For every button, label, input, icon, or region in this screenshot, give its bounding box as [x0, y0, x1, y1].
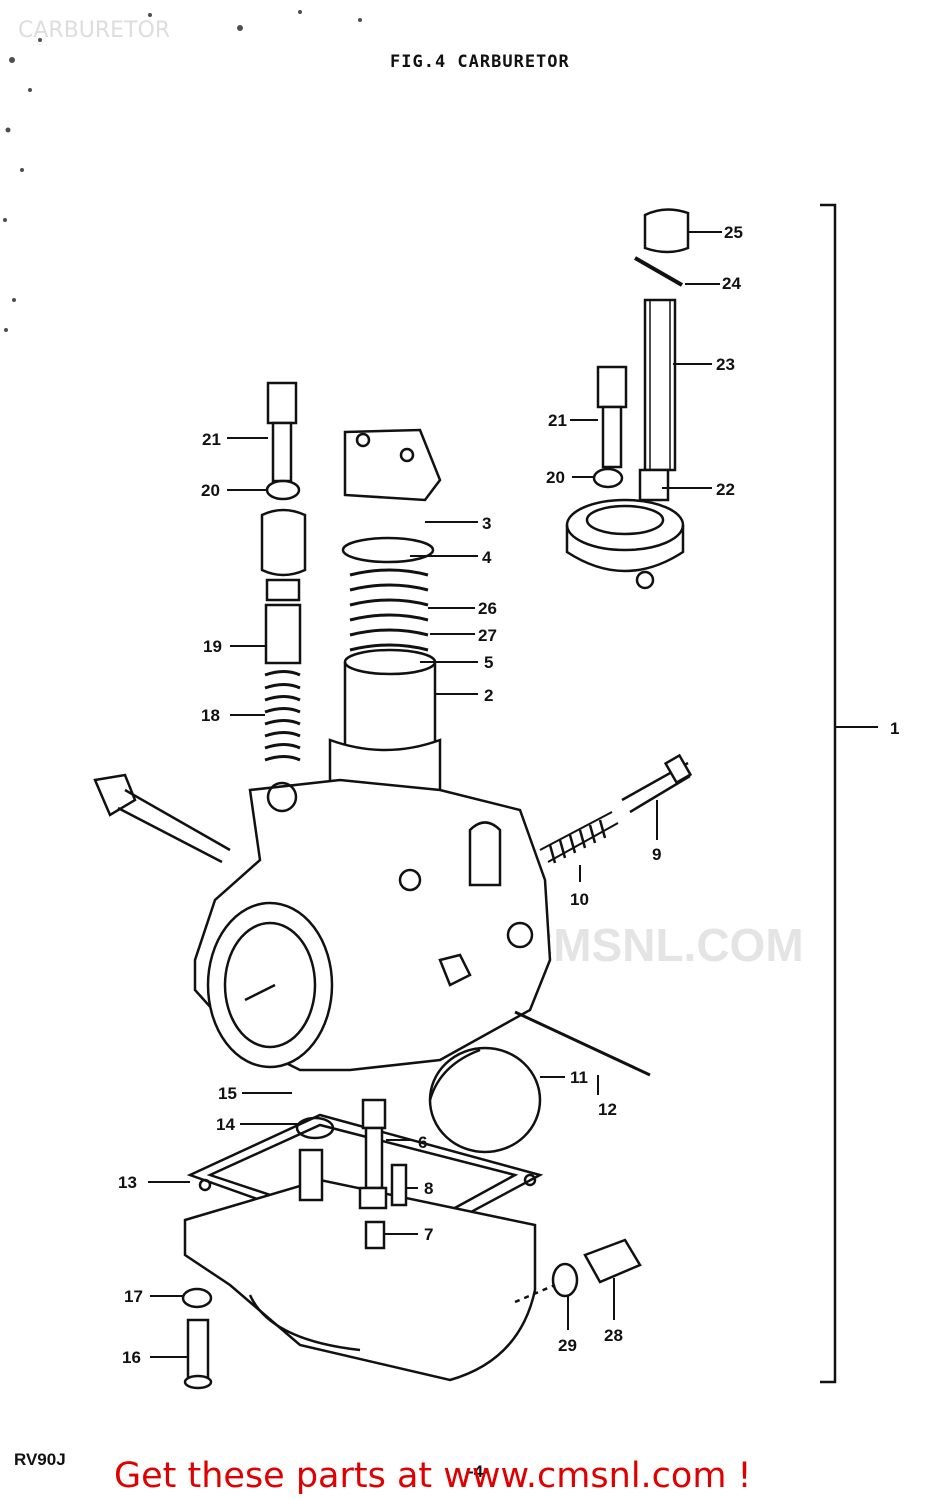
part-washer-17 [181, 1287, 213, 1309]
part-throttle-valve-2 [328, 648, 442, 802]
part-pilot-jet-8 [390, 1163, 408, 1207]
callout-8: 8 [424, 1179, 434, 1198]
part-spring-10 [539, 811, 619, 864]
callout-7: 7 [424, 1225, 434, 1244]
part-drain-plug-28 [583, 1238, 642, 1284]
callout-1: 1 [890, 719, 900, 738]
callout-21-left: 21 [202, 430, 221, 449]
callout-23: 23 [716, 355, 735, 374]
callout-26: 26 [478, 599, 497, 618]
callout-2: 2 [484, 686, 494, 705]
leader-lines [148, 231, 878, 1358]
part-plug-11 [428, 1046, 542, 1154]
callout-24: 24 [722, 274, 741, 293]
callout-17: 17 [124, 1287, 143, 1306]
part-pin-12 [514, 1010, 651, 1077]
callout-18: 18 [201, 706, 220, 725]
callout-15: 15 [218, 1084, 237, 1103]
callout-5: 5 [484, 653, 494, 672]
callout-11: 11 [570, 1068, 588, 1087]
part-long-bolt [93, 773, 231, 864]
model-code: RV90J [14, 1450, 66, 1469]
part-float-chamber [183, 1178, 537, 1382]
part-main-jet-7 [364, 1220, 386, 1250]
callout-20-left: 20 [201, 481, 220, 500]
part-top-cover-ring [565, 498, 685, 590]
part-washer-15 [295, 1116, 335, 1140]
part-adjuster-23 [638, 298, 677, 502]
part-washer-20-right [592, 467, 624, 489]
callout-19: 19 [203, 637, 222, 656]
part-spring-26 [349, 568, 429, 652]
callout-22: 22 [716, 480, 735, 499]
page-number: -4- [468, 1462, 489, 1481]
callout-4: 4 [482, 548, 492, 567]
part-carburetor-body [193, 778, 552, 1072]
part-starter-19 [260, 508, 307, 665]
part-bolt-21-left [266, 381, 298, 483]
watermark: CMSNL.COM [520, 919, 804, 971]
callout-29: 29 [558, 1336, 577, 1355]
callout-6: 6 [418, 1133, 428, 1152]
callout-13: 13 [118, 1173, 137, 1192]
part-bolt-21-right [596, 365, 628, 469]
figure-title: FIG.4 CARBURETOR [390, 52, 570, 72]
part-washer-29 [551, 1262, 579, 1298]
callout-16: 16 [122, 1348, 141, 1367]
promo-link[interactable]: Get these parts at www.cmsnl.com ! [114, 1456, 752, 1496]
callout-20-right: 20 [546, 468, 565, 487]
part-jet-14 [298, 1148, 324, 1202]
part-screw-16 [183, 1318, 213, 1390]
callout-28: 28 [604, 1326, 623, 1345]
callout-9: 9 [652, 845, 662, 864]
callout-21-right: 21 [548, 411, 567, 430]
part-top-cap-3 [343, 428, 442, 502]
part-gasket-4 [341, 536, 435, 564]
callout-14: 14 [216, 1115, 235, 1134]
part-spring-18 [264, 670, 301, 762]
callout-25: 25 [724, 223, 743, 242]
callout-3: 3 [482, 514, 492, 533]
assembly-bracket [820, 203, 837, 1384]
part-idle-screw-9 [621, 753, 693, 814]
callout-12: 12 [598, 1100, 617, 1119]
scan-noise [3, 10, 362, 332]
page-title: CARBURETOR [18, 18, 171, 43]
callout-10: 10 [570, 890, 589, 909]
part-washer-20-left [265, 479, 301, 501]
part-clip-24 [634, 256, 683, 287]
callout-27: 27 [478, 626, 497, 645]
part-cap-25 [643, 208, 690, 254]
part-needle-jet-6 [358, 1098, 388, 1210]
